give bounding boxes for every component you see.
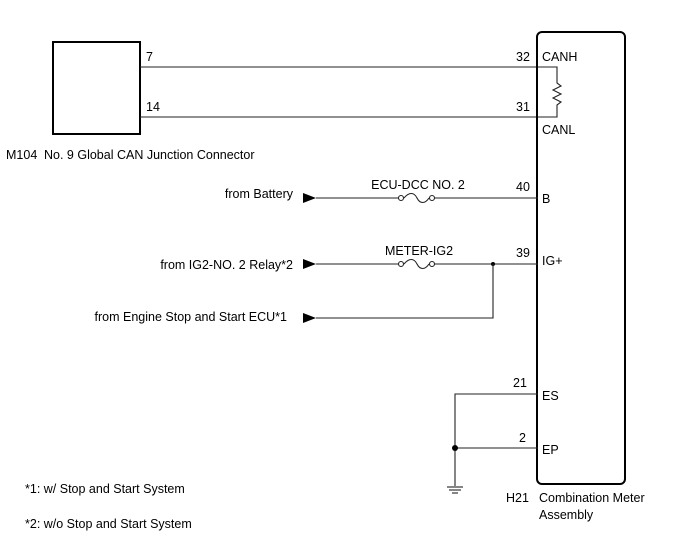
terminal-b: B — [542, 192, 550, 206]
source-battery: from Battery — [225, 187, 294, 201]
terminal-es: ES — [542, 389, 559, 403]
footnote-1: *1: w/ Stop and Start System — [25, 482, 185, 496]
arrow-icon — [303, 313, 316, 323]
pin-31: 31 — [516, 100, 530, 114]
pin-39: 39 — [516, 246, 530, 260]
m104-connector-box — [52, 41, 141, 135]
m104-pin-14: 14 — [146, 100, 160, 114]
termination-resistor-icon — [538, 66, 563, 118]
pin-2: 2 — [519, 431, 526, 445]
m104-name: No. 9 Global CAN Junction Connector — [44, 148, 255, 162]
combination-meter-box — [536, 31, 626, 485]
meter-code: H21 — [506, 491, 529, 505]
arrow-icon — [303, 259, 316, 269]
footnote-2: *2: w/o Stop and Start System — [25, 517, 192, 531]
terminal-canl: CANL — [542, 123, 575, 137]
terminal-ep: EP — [542, 443, 559, 457]
junction-dot — [452, 445, 458, 451]
fuse-meter-ig2-label: METER-IG2 — [385, 244, 453, 258]
fuse-ecu-dcc-label: ECU-DCC NO. 2 — [371, 178, 465, 192]
engine-ecu-wire — [316, 264, 494, 319]
source-engine-ecu: from Engine Stop and Start ECU*1 — [95, 310, 288, 324]
pin-21: 21 — [513, 376, 527, 390]
terminal-ig: IG+ — [542, 254, 563, 268]
pin-32: 32 — [516, 50, 530, 64]
terminal-canh: CANH — [542, 50, 577, 64]
fuse-icon — [397, 258, 436, 270]
meter-name-line1: Combination Meter — [539, 491, 645, 505]
meter-name-line2: Assembly — [539, 508, 594, 522]
m104-code: M104 — [6, 148, 37, 162]
fuse-icon — [397, 192, 436, 204]
ground-icon — [447, 486, 463, 494]
m104-pin-7: 7 — [146, 50, 153, 64]
es-ground-wire — [454, 393, 538, 486]
pin-40: 40 — [516, 180, 530, 194]
source-ig2-relay: from IG2-NO. 2 Relay*2 — [160, 258, 293, 272]
arrow-icon — [303, 193, 316, 203]
